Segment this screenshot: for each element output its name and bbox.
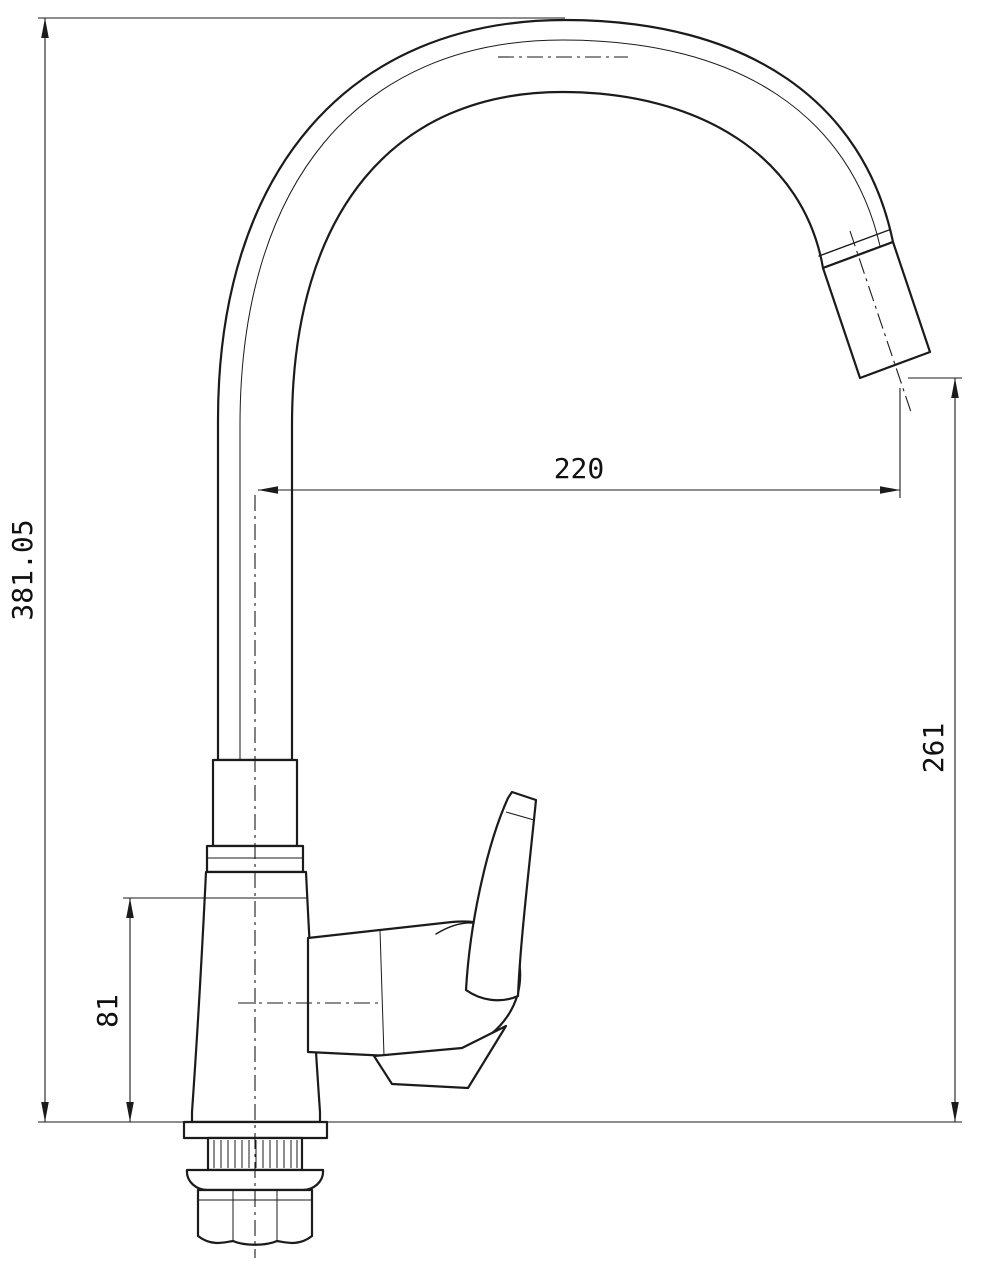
thread-lines: [213, 1140, 298, 1168]
handle-lever: [464, 790, 538, 1002]
dimension-outlet-height: 261: [327, 377, 962, 1123]
gooseneck-tube: [216, 18, 895, 762]
lever-tip-line: [505, 811, 535, 821]
mounting-base: [182, 1120, 329, 1246]
dimension-spout-reach: 220: [258, 388, 901, 498]
lever-blade: [464, 790, 538, 1002]
collar: [205, 758, 305, 874]
nut-facet-lines: [232, 1190, 278, 1241]
arrowhead-up: [41, 18, 49, 38]
faucet-body: [190, 870, 322, 1124]
arrowhead-down: [126, 1102, 134, 1122]
nozzle: [821, 240, 932, 380]
dimension-label-spout-reach: 220: [554, 452, 605, 485]
arrowhead-down: [951, 1102, 959, 1122]
arrowhead-right: [880, 486, 900, 494]
collar-tube-section: [211, 758, 299, 848]
dimension-label-outlet-height: 261: [917, 723, 950, 774]
arrowhead-left: [258, 486, 278, 494]
spout-holder-wedge: [372, 1024, 508, 1090]
faucet-outline: [182, 18, 932, 1246]
arrowhead-up: [951, 378, 959, 398]
centerlines: [238, 56, 912, 1258]
tube-highlight-line: [239, 39, 881, 760]
dimension-label-body-height: 81: [91, 994, 124, 1028]
arrowhead-up: [126, 898, 134, 918]
dimension-body-height: 81: [91, 897, 204, 1122]
dimension-label-overall-height: 381.05: [6, 519, 39, 620]
nozzle-axis-centerline: [849, 230, 912, 413]
dimension-overall-height: 381.05: [6, 17, 565, 1123]
base-flange: [182, 1120, 329, 1140]
housing-joint-line: [379, 929, 385, 1057]
arrowhead-down: [41, 1102, 49, 1122]
mounting-nut: [196, 1188, 314, 1246]
